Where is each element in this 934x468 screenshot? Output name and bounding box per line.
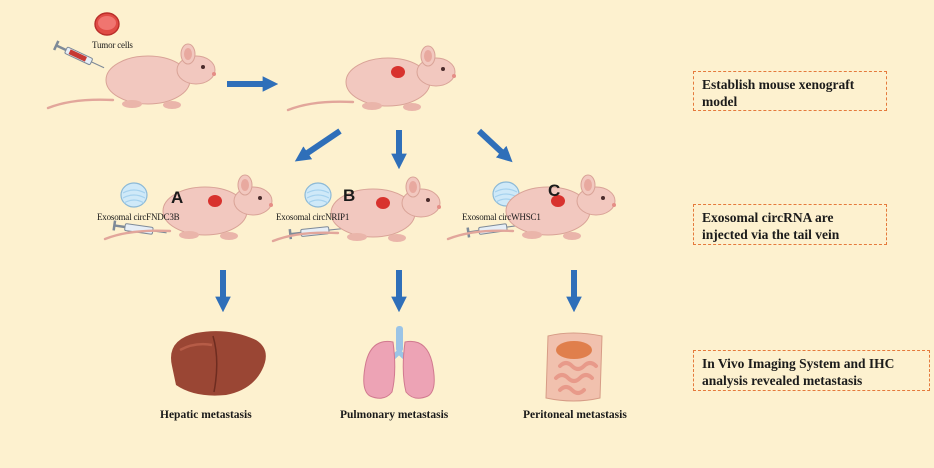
abdomen-icon [545,332,603,402]
tumor-dish [94,12,120,36]
injection-b-label: Exosomal circNRIP1 [276,212,350,222]
mouse-tumor [286,44,458,113]
outcome-b-label: Pulmonary metastasis [340,409,449,421]
liver-icon [171,331,266,396]
arrow-branch-c [476,128,513,163]
mouse-b [271,175,443,244]
dish-b [304,182,332,208]
group-b-letter: B [343,186,356,205]
group-c-letter: C [548,181,561,200]
group-a-letter: A [171,188,184,207]
syringe-b [287,223,344,240]
tumor-cells-label: Tumor cells [92,40,133,50]
outcome-a-label: Hepatic metastasis [160,409,252,421]
dish-a [120,182,148,208]
tumor-syringe [52,39,107,73]
step-box-1: Establish mouse xenograft model [693,71,887,111]
step-box-3: In Vivo Imaging System and IHC analysis … [693,350,930,391]
mouse-c [446,173,618,242]
outcome-c-label: Peritoneal metastasis [523,409,627,421]
arrow-branch-a [294,128,342,162]
step-box-2: Exosomal circRNA are injected via the ta… [693,204,887,245]
mouse-a [103,173,275,242]
lungs-icon [363,326,435,399]
injection-c-label: Exosomal circWHSC1 [462,212,541,222]
injection-a-label: Exosomal circFNDC3B [97,212,180,222]
